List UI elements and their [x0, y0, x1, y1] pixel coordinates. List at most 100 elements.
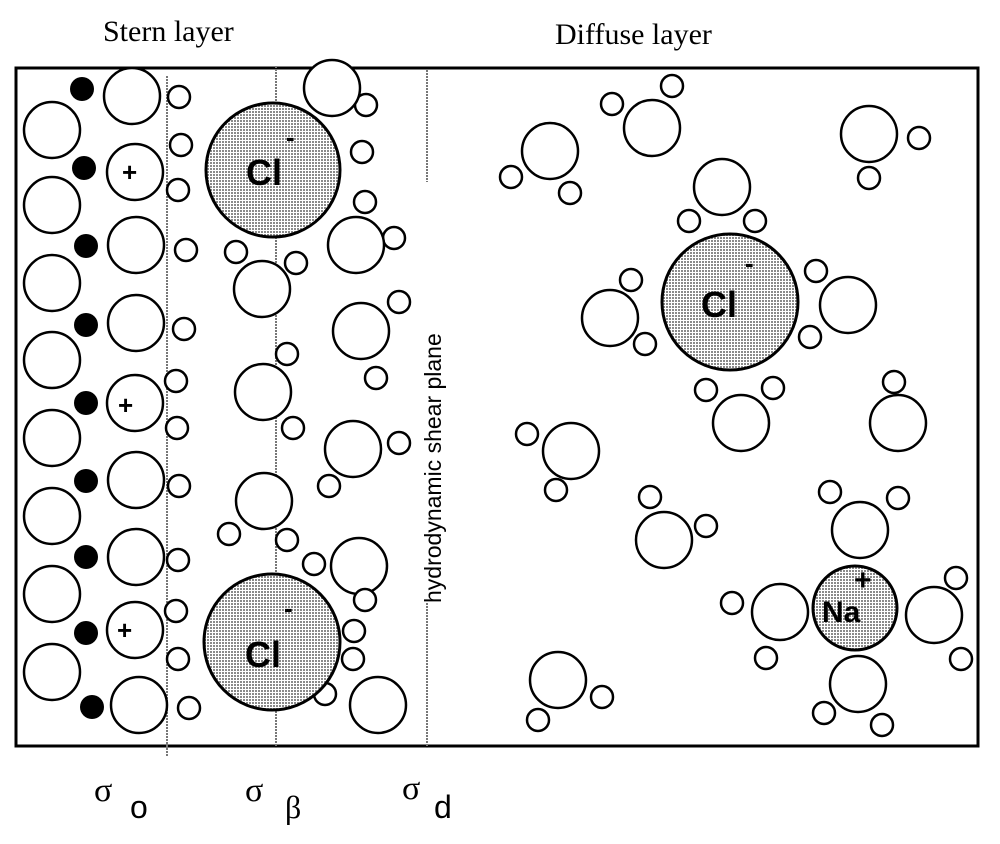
water-hydrogen-circle [381, 225, 407, 251]
water-oxygen-circle [904, 585, 964, 645]
water-hydrogen-circle [948, 646, 974, 672]
water-hydrogen-circle [163, 368, 189, 394]
water-oxygen-circle [622, 98, 682, 158]
water-hydrogen-circle [943, 565, 969, 591]
surface-site-dot [70, 77, 94, 101]
surface-site-dot [74, 545, 98, 569]
water-hydrogen-circle [171, 316, 197, 342]
surface-site-dot [74, 234, 98, 258]
chloride-ion-lower-charge: - [284, 593, 293, 623]
water-hydrogen-circle [165, 547, 191, 573]
stern-layer-title: Stern layer [103, 15, 234, 48]
water-oxygen-circle [326, 215, 386, 275]
surface-charge-plus-3: + [117, 615, 132, 645]
water-oxygen-circle [234, 471, 294, 531]
chloride-ion-upper-charge: - [286, 122, 295, 152]
water-hydrogen-circle [168, 132, 194, 158]
chloride-ion-diffuse-label: Cl [701, 284, 737, 325]
water-hydrogen-circle [363, 365, 389, 391]
water-hydrogen-circle [742, 208, 768, 234]
water-oxygen-circle [22, 175, 82, 235]
sigma-beta-subscript: β [285, 789, 301, 825]
water-oxygen-circle [22, 330, 82, 390]
water-hydrogen-circle [869, 712, 895, 738]
water-hydrogen-circle [316, 473, 342, 499]
water-oxygen-circle [232, 259, 292, 319]
water-hydrogen-circle [274, 341, 300, 367]
shear-plane-label: hydrodynamic shear plane [420, 333, 446, 603]
water-oxygen-circle [105, 373, 165, 433]
water-hydrogen-circle [881, 369, 907, 395]
surface-site-dot [80, 695, 104, 719]
water-hydrogen-circle [599, 91, 625, 117]
water-oxygen-circle [520, 121, 580, 181]
water-oxygen-circle [106, 527, 166, 587]
water-hydrogen-circle [817, 479, 843, 505]
water-oxygen-circle [22, 486, 82, 546]
water-oxygen-circle [106, 450, 166, 510]
water-oxygen-circle [541, 421, 601, 481]
water-oxygen-circle [348, 675, 408, 735]
water-hydrogen-circle [386, 430, 412, 456]
water-oxygen-circle [329, 536, 389, 596]
water-oxygen-circle [692, 157, 752, 217]
water-hydrogen-circle [352, 587, 378, 613]
chloride-ion-upper-label: Cl [246, 152, 282, 193]
water-hydrogen-circle [760, 375, 786, 401]
water-hydrogen-circle [543, 477, 569, 503]
water-oxygen-circle [323, 419, 383, 479]
water-oxygen-circle [711, 393, 771, 453]
water-oxygen-circle [830, 500, 890, 560]
water-hydrogen-circle [341, 618, 367, 644]
water-oxygen-circle [106, 293, 166, 353]
water-hydrogen-circle [693, 377, 719, 403]
water-hydrogen-circle [856, 165, 882, 191]
water-hydrogen-circle [173, 237, 199, 263]
chloride-ion-lower [202, 572, 342, 712]
surface-site-dot [74, 313, 98, 337]
surface-site-dot [74, 621, 98, 645]
water-hydrogen-circle [340, 646, 366, 672]
sigma-o-symbol: σ [94, 772, 112, 809]
water-hydrogen-circle [797, 324, 823, 350]
water-oxygen-circle [22, 100, 82, 160]
water-hydrogen-circle [386, 289, 412, 315]
water-oxygen-circle [634, 510, 694, 570]
water-oxygen-circle [22, 253, 82, 313]
water-oxygen-circle [109, 675, 169, 735]
water-oxygen-circle [105, 142, 165, 202]
water-oxygen-circle [828, 654, 888, 714]
water-hydrogen-circle [803, 258, 829, 284]
water-hydrogen-circle [352, 189, 378, 215]
water-hydrogen-circle [589, 684, 615, 710]
water-oxygen-circle [102, 66, 162, 126]
water-hydrogen-circle [274, 527, 300, 553]
water-oxygen-circle [839, 104, 899, 164]
diffuse-layer-title: Diffuse layer [555, 18, 712, 51]
sodium-ion-label: Na [822, 596, 861, 629]
diagram-frame [14, 66, 980, 748]
water-oxygen-circle [106, 215, 166, 275]
water-hydrogen-circle [514, 421, 540, 447]
water-hydrogen-circle [753, 645, 779, 671]
water-oxygen-circle [818, 275, 878, 335]
water-oxygen-circle [105, 600, 165, 660]
water-hydrogen-circle [885, 485, 911, 511]
surface-site-dot [74, 391, 98, 415]
sigma-o-subscript: o [130, 789, 148, 825]
chloride-ion-diffuse-charge: - [745, 248, 754, 278]
water-hydrogen-circle [557, 180, 583, 206]
sodium-ion-charge: + [854, 564, 872, 597]
water-oxygen-circle [233, 362, 293, 422]
ions-group: Cl - Cl - Cl - Na + [202, 101, 899, 712]
sigma-d-symbol: σ [402, 770, 420, 807]
water-hydrogen-circle [165, 646, 191, 672]
surface-charge-plus-1: + [122, 157, 137, 187]
water-hydrogen-circle [166, 84, 192, 110]
water-hydrogen-circle [216, 521, 242, 547]
water-hydrogen-circle [659, 73, 685, 99]
water-hydrogen-circle [164, 415, 190, 441]
water-hydrogen-circle [163, 598, 189, 624]
water-hydrogen-circle [349, 139, 375, 165]
